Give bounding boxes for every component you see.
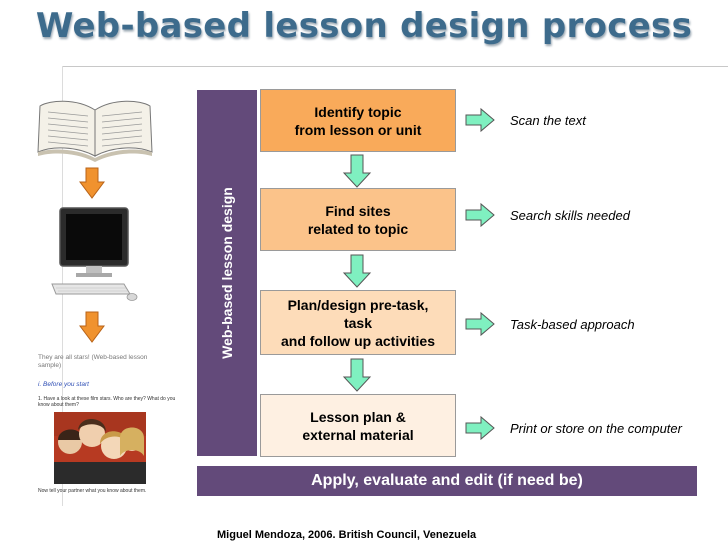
- green-right-arrow-1: [465, 107, 495, 133]
- step-plan-design: Plan/design pre-task, task and follow up…: [260, 290, 456, 355]
- green-down-arrow-3: [342, 358, 372, 392]
- green-right-arrow-4: [465, 415, 495, 441]
- note-scan-text: Scan the text: [510, 113, 586, 128]
- thumbnail-section: i. Before you start: [38, 381, 89, 388]
- thumbnail-question: 1. Have a look at these film stars. Who …: [38, 396, 176, 408]
- process-sidebar: [197, 90, 257, 456]
- note-task-based: Task-based approach: [510, 317, 635, 332]
- step-3-text: Plan/design pre-task, task and follow up…: [280, 296, 436, 349]
- note-print-store: Print or store on the computer: [510, 421, 682, 436]
- credit-line: Miguel Mendoza, 2006. British Council, V…: [217, 529, 477, 541]
- step-4-text: Lesson plan & external material: [302, 408, 414, 443]
- apply-evaluate-bar: Apply, evaluate and edit (if need be): [197, 466, 697, 496]
- step-1-text: Identify topic from lesson or unit: [294, 103, 422, 138]
- page-title: Web-based lesson design process: [35, 6, 693, 46]
- step-2-text: Find sites related to topic: [307, 202, 409, 237]
- green-right-arrow-3: [465, 311, 495, 337]
- step-lesson-plan: Lesson plan & external material: [260, 394, 456, 457]
- title-divider: [62, 66, 728, 67]
- computer-icon: [51, 207, 138, 301]
- sidebar-label-wrapper: Web-based lesson design: [197, 90, 257, 456]
- step-identify-topic: Identify topic from lesson or unit: [260, 89, 456, 152]
- sidebar-label: Web-based lesson design: [219, 187, 236, 359]
- thumbnail-heading: They are all stars! (Web-based lesson sa…: [38, 354, 148, 369]
- thumbnail-footer: Now tell your partner what you know abou…: [38, 488, 147, 494]
- green-down-arrow-1: [342, 154, 372, 188]
- step-find-sites: Find sites related to topic: [260, 188, 456, 251]
- open-book-icon: [37, 100, 153, 162]
- green-down-arrow-2: [342, 254, 372, 288]
- green-right-arrow-2: [465, 202, 495, 228]
- down-arrow-2: [79, 311, 105, 343]
- note-search-skills: Search skills needed: [510, 208, 630, 223]
- film-stars-photo: [54, 412, 146, 484]
- down-arrow-1: [79, 167, 105, 199]
